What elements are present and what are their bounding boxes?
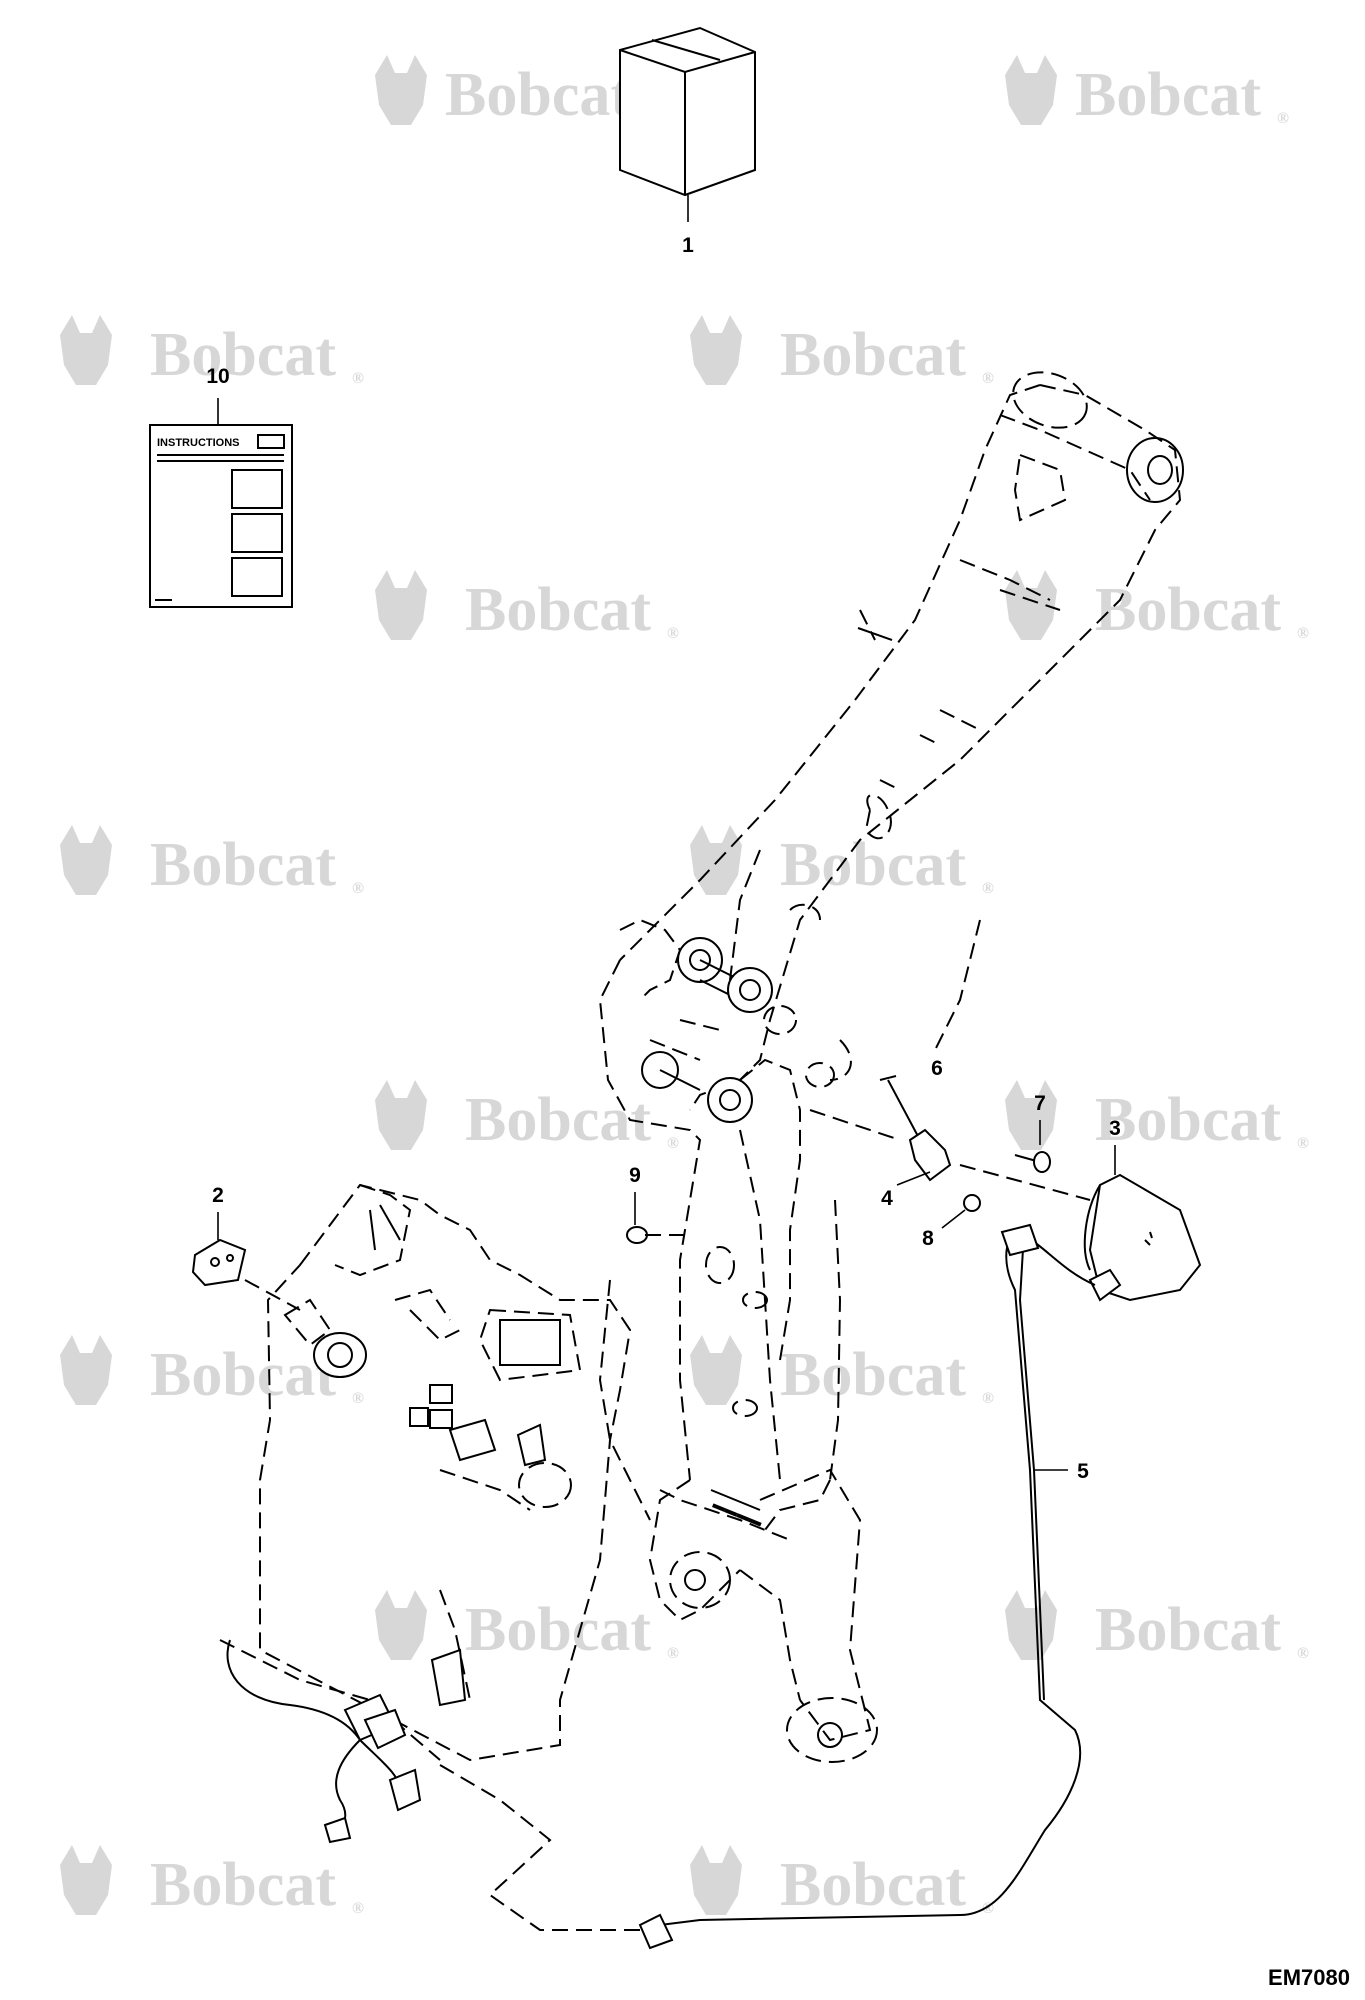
svg-text:Bobcat: Bobcat [1075, 61, 1261, 129]
svg-text:Bobcat: Bobcat [150, 321, 336, 389]
bobcat-logo-icon [1005, 1080, 1057, 1150]
bobcat-watermark: Bobcat ® [60, 1845, 364, 1919]
bobcat-watermark: Bobcat ® [1005, 55, 1289, 129]
bobcat-logo-icon [375, 570, 427, 640]
callout-9: 9 [629, 1164, 641, 1187]
svg-text:Bobcat: Bobcat [780, 1341, 966, 1409]
bobcat-logo-icon [375, 1080, 427, 1150]
bobcat-logo-icon [60, 825, 112, 895]
svg-text:Bobcat: Bobcat [150, 1341, 336, 1409]
control-console [219, 1183, 632, 1844]
callout-3: 3 [1109, 1117, 1121, 1140]
work-light: 3 [1083, 1117, 1202, 1302]
svg-text:®: ® [667, 625, 679, 642]
watermark-text: Bobcat [445, 61, 631, 129]
callout-1: 1 [682, 234, 694, 257]
svg-text:Bobcat: Bobcat [1095, 1596, 1281, 1664]
bobcat-logo-icon [1005, 570, 1057, 640]
callout-6: 6 [931, 1057, 943, 1080]
callout-2: 2 [212, 1184, 224, 1207]
bobcat-logo-icon [690, 315, 742, 385]
kit-box [619, 26, 756, 222]
bobcat-watermark: Bobcat ® [690, 1845, 994, 1919]
svg-text:®: ® [982, 880, 994, 897]
svg-text:Bobcat: Bobcat [465, 1086, 651, 1154]
bobcat-logo-icon [690, 825, 742, 895]
bobcat-watermark: Bobcat ® [60, 825, 364, 899]
bobcat-logo-icon [690, 1845, 742, 1915]
bobcat-watermark: Bobcat ® [1005, 570, 1309, 644]
svg-text:®: ® [352, 880, 364, 897]
svg-text:Bobcat: Bobcat [465, 1596, 651, 1664]
svg-text:Bobcat: Bobcat [780, 831, 966, 899]
callout-5: 5 [1077, 1460, 1089, 1483]
bobcat-watermark: Bobcat ® [1005, 1080, 1309, 1154]
bobcat-watermark: Bobcat ® [690, 315, 994, 389]
svg-text:Bobcat: Bobcat [780, 321, 966, 389]
switch: 2 [191, 1184, 301, 1311]
screw: 7 [1014, 1092, 1051, 1173]
bobcat-watermark: Bobcat ® [375, 55, 659, 129]
svg-text:®: ® [352, 1390, 364, 1407]
bobcat-watermark: Bobcat ® [60, 1335, 364, 1409]
mounting-bracket: 4 [809, 1109, 1091, 1210]
watermark-layer: Bobcat ® Bobcat ® Bobcat ® Bobcat ® [60, 55, 1309, 1919]
svg-text:®: ® [352, 370, 364, 387]
svg-text:Bobcat: Bobcat [465, 576, 651, 644]
bobcat-watermark: Bobcat ® [375, 1080, 679, 1154]
excavator-arm: ▬▬▬▬ [598, 371, 1184, 1763]
bobcat-logo-icon [60, 315, 112, 385]
nut: 9 [626, 1164, 690, 1244]
svg-text:Bobcat: Bobcat [150, 831, 336, 899]
bobcat-logo-icon [1005, 1590, 1057, 1660]
svg-text:®: ® [1297, 625, 1309, 642]
bobcat-watermark: Bobcat ® [375, 570, 679, 644]
svg-text:®: ® [982, 370, 994, 387]
instruction-card: 10 INSTRUCTIONS [149, 365, 293, 608]
callout-4: 4 [881, 1187, 893, 1210]
washer: 8 [922, 1194, 981, 1250]
svg-text:Bobcat: Bobcat [1095, 576, 1281, 644]
bobcat-watermark: Bobcat ® [60, 315, 364, 389]
callout-7: 7 [1034, 1092, 1046, 1115]
svg-text:®: ® [1277, 110, 1289, 127]
svg-text:®: ® [352, 1900, 364, 1917]
bobcat-logo-icon [375, 1590, 427, 1660]
bobcat-watermark: Bobcat ® [690, 1335, 994, 1409]
bobcat-logo-icon [60, 1845, 112, 1915]
svg-text:®: ® [982, 1390, 994, 1407]
svg-text:®: ® [1297, 1135, 1309, 1152]
bobcat-watermark: Bobcat ® [1005, 1590, 1309, 1664]
svg-text:®: ® [667, 1645, 679, 1662]
bobcat-logo-icon [60, 1335, 112, 1405]
bobcat-logo-icon [1005, 55, 1057, 125]
callout-8: 8 [922, 1227, 934, 1250]
bobcat-watermark: Bobcat ® [690, 825, 994, 899]
svg-text:Bobcat: Bobcat [780, 1851, 966, 1919]
figure-id: EM7080 [1268, 1965, 1350, 1990]
callout-10: 10 [206, 365, 229, 388]
svg-text:Bobcat: Bobcat [150, 1851, 336, 1919]
instruction-card-heading: INSTRUCTIONS [157, 437, 240, 449]
svg-text:®: ® [1297, 1645, 1309, 1662]
bobcat-watermark: Bobcat ® [375, 1590, 679, 1664]
bobcat-logo-icon [690, 1335, 742, 1405]
svg-text:®: ® [667, 1135, 679, 1152]
wiring-harness: 5 [439, 1223, 1096, 1950]
bobcat-logo-icon [375, 55, 427, 125]
bolt: 6 [879, 1057, 943, 1141]
svg-text:Bobcat: Bobcat [1095, 1086, 1281, 1154]
